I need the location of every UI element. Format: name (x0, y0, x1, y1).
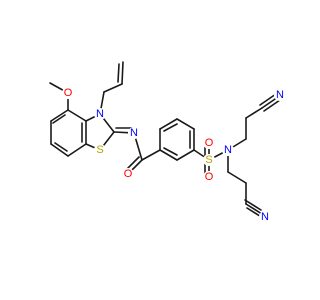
bond-benzo-3 (50, 143, 69, 157)
atom-imine-n: N (130, 127, 138, 139)
bond-nitrile-upper-2 (263, 99, 281, 112)
bond-phenyl-2 (159, 118, 178, 130)
atom-carbonyl-o: O (124, 168, 133, 180)
atom-sulfonyl-o-top: O (205, 137, 214, 149)
bond-benzo-1 (50, 109, 69, 122)
atom-ring-n3: N (96, 108, 104, 120)
bond-phenyl-3 (176, 118, 195, 130)
atom-sulfonyl-s: S (205, 154, 212, 166)
bond-nitrile-upper-3 (259, 93, 277, 106)
bond-layer (49, 61, 281, 219)
bond-phenyl-6-inner (163, 147, 178, 156)
bond-ch2-ch2-lower (227, 171, 247, 184)
atom-nitrile-n-bottom: N (261, 211, 269, 223)
bond-nitrile-upper-1 (261, 96, 279, 109)
molecule-structure-diagram: O N S N O S O O N N N (49, 61, 286, 223)
bond-benzo-3-inner (54, 142, 68, 152)
bond-allyl-double (121, 61, 124, 85)
atom-label-layer: O N S N O S O O N N N (62, 87, 286, 223)
atom-nitrile-n-top: N (276, 89, 284, 101)
bond-benzo-6 (67, 109, 87, 122)
bond-phenyl-6 (159, 149, 178, 161)
atom-sulfonamide-n: N (224, 144, 232, 156)
bond-phenyl-5 (176, 149, 195, 161)
atom-methoxy-o: O (64, 87, 73, 99)
atom-sulfonyl-o-bottom: O (205, 171, 214, 183)
bond-phenyl-2-inner (163, 123, 178, 132)
bond-carbonyl-aromatic (141, 149, 161, 161)
bond-benzo-4 (67, 143, 87, 157)
bond-allyl-ch2-ch (103, 83, 123, 93)
bond-nitrile-lower-1 (245, 203, 263, 215)
bond-ch2-cn-upper (245, 107, 263, 119)
bond-nitrile-lower-3 (244, 199, 262, 211)
bond-allyl-double-inner (117, 63, 120, 83)
atom-ring-s1: S (96, 144, 103, 156)
bond-benzo-1-inner (52, 114, 66, 124)
